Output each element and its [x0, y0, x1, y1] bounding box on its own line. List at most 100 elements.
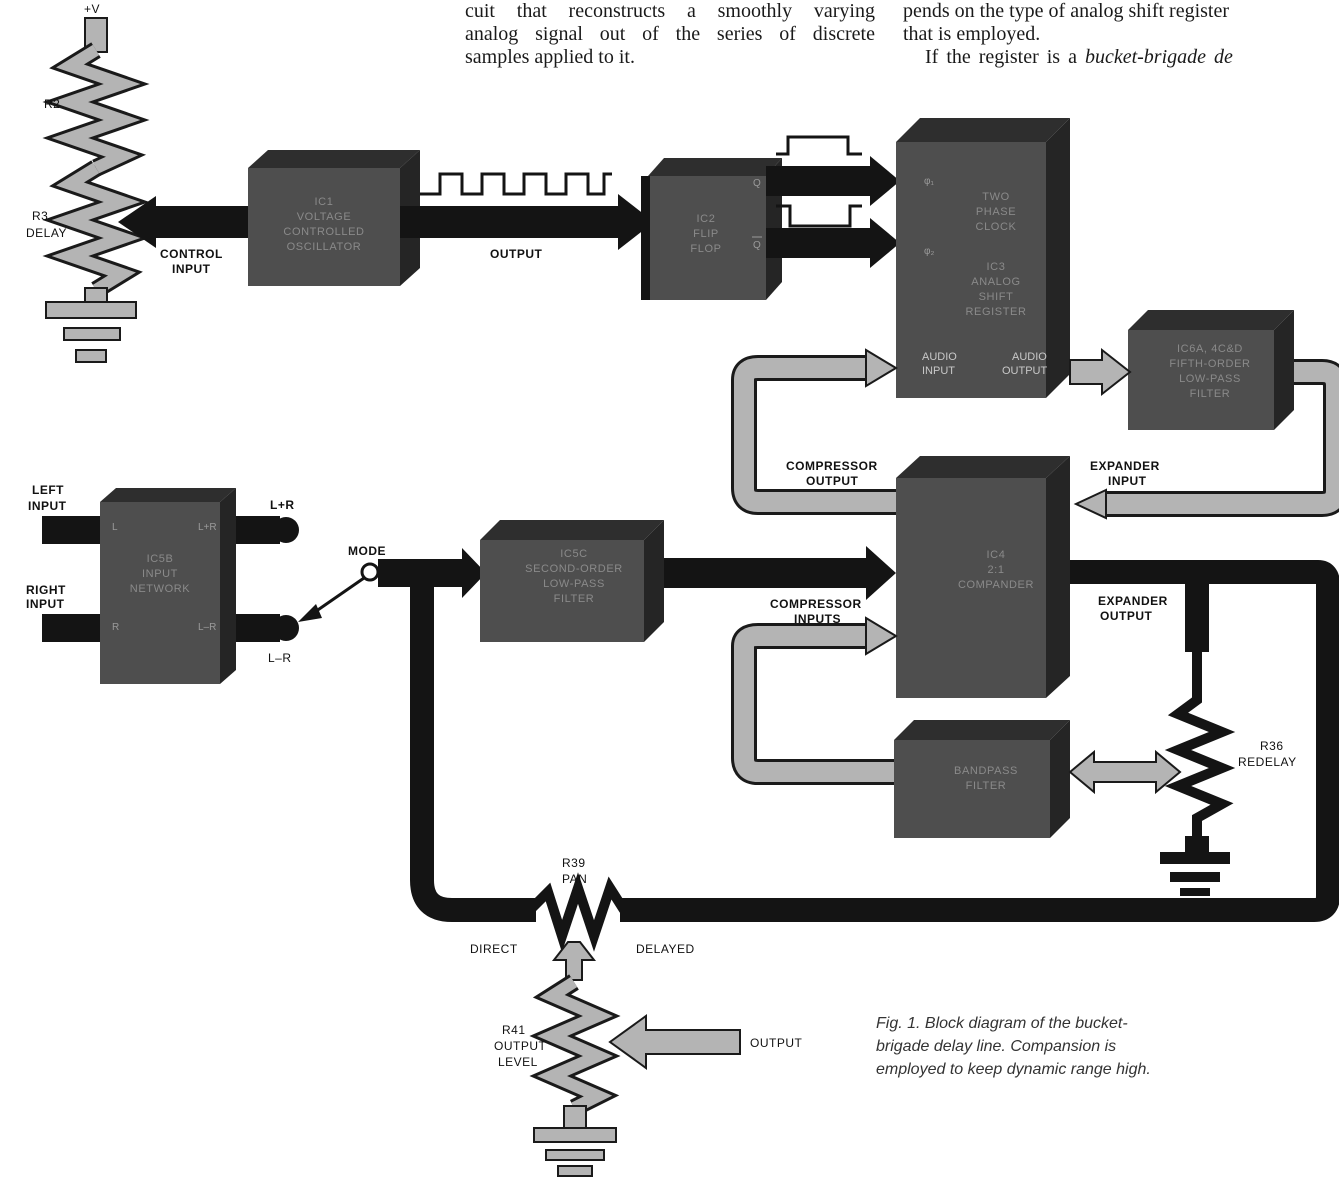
- r41-output-level-potentiometer: [529, 941, 621, 1177]
- ic6-text: LOW-PASS: [1179, 373, 1241, 385]
- right-input-label: INPUT: [26, 597, 65, 611]
- ic2-text: IC2: [697, 213, 716, 225]
- square-wave-waveform: [420, 172, 612, 196]
- mode-label: MODE: [348, 544, 386, 558]
- ic2-text: FLOP: [690, 243, 721, 255]
- r39-pan-potentiometer: [526, 872, 629, 953]
- compressor-output-loop-fill: [734, 358, 900, 512]
- clock-waveform-2: [776, 204, 862, 228]
- figure-caption-line: employed to keep dynamic range high.: [876, 1061, 1151, 1078]
- ic3-phi1-pin: φ₁: [924, 176, 934, 187]
- clock-phase-1-bus: [766, 156, 900, 206]
- clock-phase-2-bus: [766, 218, 900, 268]
- ic3-text: REGISTER: [965, 306, 1026, 318]
- expander-output-label: EXPANDER: [1098, 594, 1168, 608]
- mode-switch-arm: [311, 576, 365, 616]
- ic4-text: COMPANDER: [958, 579, 1034, 591]
- lmr-terminal: [273, 615, 299, 641]
- r36-redelay-label: REDELAY: [1238, 755, 1297, 769]
- text-fragment-italic: bucket-brigade de: [1084, 46, 1233, 68]
- ic5b-r-pin: R: [112, 622, 119, 633]
- ic1-text: VOLTAGE: [297, 211, 352, 223]
- clock-waveform-1: [776, 135, 862, 156]
- expander-output-label: OUTPUT: [1100, 609, 1153, 623]
- compressor-inputs-label: INPUTS: [794, 612, 841, 626]
- figure-caption-line: brigade delay line. Compansion is: [876, 1038, 1116, 1055]
- ic6-text: FIFTH-ORDER: [1169, 358, 1250, 370]
- r41-output-arrow: [608, 1014, 741, 1070]
- bandpass-block: [894, 720, 1070, 838]
- ic5c-text: FILTER: [554, 593, 595, 605]
- redelay-feed: [1185, 572, 1209, 652]
- ic1-text: CONTROLLED: [283, 226, 364, 238]
- ic6-text: FILTER: [1190, 388, 1231, 400]
- ic4-text: IC4: [987, 549, 1006, 561]
- ic5b-l-pin: L: [112, 522, 118, 533]
- ic4-text: 2:1: [987, 564, 1004, 576]
- compressor-inputs-label: COMPRESSOR: [770, 597, 862, 611]
- audio-output-bus: [1069, 347, 1132, 397]
- ic3-audio-input-pin: AUDIO: [922, 351, 957, 363]
- ic3-phi2-pin: φ₂: [924, 246, 934, 257]
- expander-output-bus: [620, 560, 1339, 922]
- r2-r3-potentiometer: [42, 17, 150, 363]
- expander-input-label: INPUT: [1108, 474, 1147, 488]
- mode-switch-arrowhead: [298, 604, 322, 622]
- r3-label: R3: [32, 209, 48, 223]
- ic1-text: OSCILLATOR: [287, 241, 362, 253]
- left-input-label: LEFT: [32, 483, 64, 497]
- ic3-text: ANALOG: [971, 276, 1020, 288]
- ic3-text: CLOCK: [976, 221, 1017, 233]
- r3-delay-label: DELAY: [26, 226, 67, 240]
- ic3-text: PHASE: [976, 206, 1016, 218]
- r36-label: R36: [1260, 739, 1284, 753]
- ic3-text: TWO: [982, 191, 1009, 203]
- direct-label: DIRECT: [470, 942, 518, 956]
- r39-label: R39: [562, 856, 586, 870]
- ic5c-text: LOW-PASS: [543, 578, 605, 590]
- r39-pan-label: PAN: [562, 872, 587, 886]
- lmr-output-stub: [236, 614, 280, 642]
- control-input-label: INPUT: [172, 262, 211, 276]
- ic2-text: FLIP: [693, 228, 719, 240]
- lpr-label: L+R: [270, 498, 295, 512]
- ic5c-text: SECOND-ORDER: [525, 563, 623, 575]
- compressor-output-arrowhead: [865, 348, 898, 388]
- ic4-block: [896, 456, 1070, 698]
- direct-path-bus: [410, 573, 536, 922]
- r2-label: R2: [44, 97, 60, 111]
- left-input-stub: [42, 516, 100, 544]
- text-fragment: If the register is a: [925, 46, 1085, 68]
- ic5b-text: INPUT: [142, 568, 178, 580]
- expander-input-loop-fill: [1106, 362, 1339, 514]
- ic5b-text: IC5B: [147, 553, 174, 565]
- ic2-q-pin: Q: [753, 178, 761, 189]
- r41-output-label: OUTPUT: [494, 1039, 547, 1053]
- ic1-text: IC1: [315, 196, 334, 208]
- lpr-terminal: [273, 517, 299, 543]
- control-input-bus: [118, 196, 250, 248]
- text-line: cuit that reconstructs a smoothly varyin…: [465, 0, 875, 22]
- lpf-to-compander-bus: [664, 546, 896, 600]
- expander-input-arrowhead: [1073, 488, 1107, 520]
- text-column-1: cuit that reconstructs a smoothly varyin…: [465, 0, 875, 69]
- r36-potentiometer: [1160, 650, 1236, 896]
- final-output-label: OUTPUT: [750, 1036, 803, 1050]
- lpr-output-stub: [236, 516, 280, 544]
- right-input-stub: [42, 614, 100, 642]
- text-line: analog signal out of the series of discr…: [465, 23, 875, 45]
- vco-output-label: OUTPUT: [490, 247, 543, 261]
- ic5c-text: IC5C: [560, 548, 587, 560]
- bandpass-redelay-bus: [1068, 749, 1182, 795]
- ic3-block: [896, 118, 1070, 398]
- compressor-inputs-loop-fill: [734, 626, 894, 782]
- r41-level-label: LEVEL: [498, 1055, 538, 1069]
- mode-switch-pivot: [360, 562, 380, 582]
- ic5b-text: NETWORK: [130, 583, 190, 595]
- control-input-label: CONTROL: [160, 247, 223, 261]
- compressor-inputs-arrowhead: [865, 616, 898, 656]
- ic5c-block: [480, 520, 664, 642]
- delayed-label: DELAYED: [636, 942, 695, 956]
